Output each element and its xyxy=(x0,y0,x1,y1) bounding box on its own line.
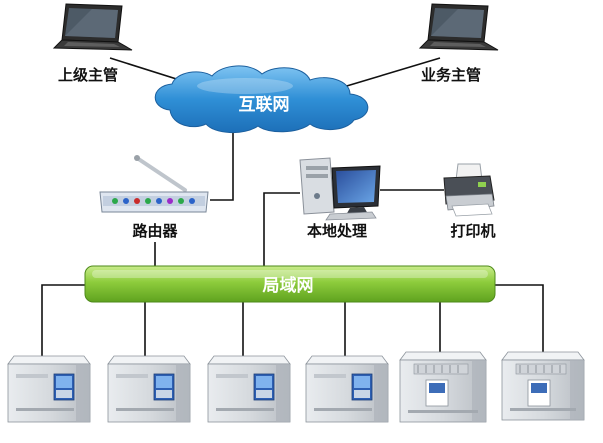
link-lan-instrument-1 xyxy=(41,284,85,358)
gas-chromatograph-icon xyxy=(7,355,91,423)
label-router: 路由器 xyxy=(132,222,178,240)
label-internet: 互联网 xyxy=(239,95,290,115)
gas-chromatograph-icon xyxy=(501,351,585,421)
label-lan: 局域网 xyxy=(263,275,314,296)
printer-icon xyxy=(443,163,495,217)
link-local-lan xyxy=(263,192,300,266)
laptop-icon xyxy=(52,3,133,51)
gas-chromatograph-icon xyxy=(399,351,487,423)
label-local-processing: 本地处理 xyxy=(307,222,367,240)
label-printer: 打印机 xyxy=(450,222,495,240)
label-superior: 上级主管 xyxy=(58,66,118,84)
label-business: 业务主管 xyxy=(421,66,481,84)
link-lan-instrument-6 xyxy=(495,284,544,352)
link-business-internet xyxy=(339,57,441,89)
connections xyxy=(41,57,544,358)
router-icon xyxy=(99,155,209,213)
desktop-computer-icon xyxy=(299,157,381,221)
gas-chromatograph-icon xyxy=(207,355,291,423)
laptop-icon xyxy=(418,3,499,51)
instrument-row xyxy=(7,351,585,423)
cloud-icon xyxy=(154,65,369,133)
link-internet-router xyxy=(210,125,234,201)
lan-bar xyxy=(84,265,496,303)
gas-chromatograph-icon xyxy=(305,355,389,423)
gas-chromatograph-icon xyxy=(107,355,191,423)
